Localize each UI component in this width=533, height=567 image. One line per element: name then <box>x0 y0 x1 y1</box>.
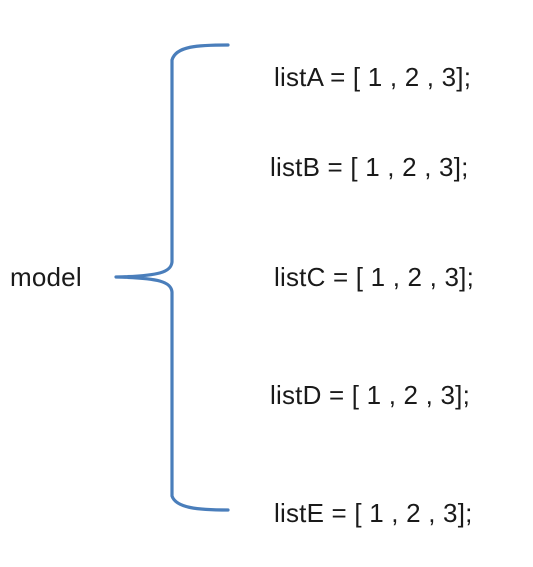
list-item-b: listB = [ 1 , 2 , 3]; <box>270 152 469 182</box>
brace-path <box>114 43 230 512</box>
list-item-d: listD = [ 1 , 2 , 3]; <box>270 380 470 410</box>
model-label: model <box>10 262 82 292</box>
list-item-a: listA = [ 1 , 2 , 3]; <box>274 62 472 92</box>
list-item-e: listE = [ 1 , 2 , 3]; <box>274 498 473 528</box>
list-item-c: listC = [ 1 , 2 , 3]; <box>274 262 474 292</box>
